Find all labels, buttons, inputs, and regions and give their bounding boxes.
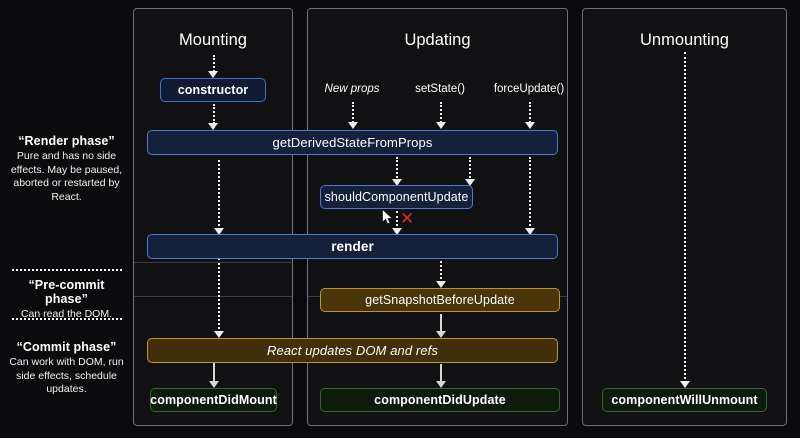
- bail-out-x-icon: ✕: [400, 209, 415, 229]
- arrowhead-dom-update: [436, 331, 446, 338]
- connector-render-to-gsbu: [440, 261, 442, 283]
- legend-commit-phase-title: “Commit phase”: [16, 340, 117, 354]
- connector-gdsfp-to-scu: [396, 157, 398, 181]
- arrowhead-cdm: [209, 381, 219, 388]
- arrowhead-scu-right: [465, 179, 475, 186]
- legend-precommit-phase-title: “Pre-commit phase”: [28, 278, 105, 306]
- trigger-new-props: New props: [324, 83, 380, 95]
- arrowhead-set-state: [436, 122, 446, 129]
- box-render[interactable]: render: [147, 234, 558, 259]
- column-title-updating: Updating: [404, 31, 471, 49]
- panel-divider-mounting-2: [134, 296, 292, 297]
- arrowhead-force-update: [525, 122, 535, 129]
- connector-gsbu-to-dom: [440, 314, 442, 333]
- connector-dom-to-cdm: [213, 362, 215, 383]
- column-title-unmounting: Unmounting: [640, 31, 729, 49]
- arrowhead-new-props: [348, 122, 358, 129]
- connector-dom-to-cdu: [440, 364, 442, 383]
- trigger-force-update: forceUpdate(): [493, 83, 565, 95]
- arrowhead-mount-render: [214, 228, 224, 235]
- connector-scu-to-render: [396, 211, 398, 230]
- arrowhead-render-from-scu: [392, 228, 402, 235]
- legend-render-phase-title: “Render phase”: [18, 134, 115, 148]
- legend-divider-bottom: [12, 318, 122, 320]
- arrowhead-render-from-force-update: [525, 228, 535, 235]
- connector-unmount-lane: [684, 52, 686, 383]
- connector-new-props: [352, 102, 354, 123]
- box-should-component-update[interactable]: shouldComponentUpdate: [320, 185, 473, 209]
- connector-render-to-dom-mount: [218, 258, 220, 333]
- arrowhead-mount-dom: [214, 331, 224, 338]
- arrowhead-cwu: [680, 381, 690, 388]
- box-get-snapshot-before-update[interactable]: getSnapshotBeforeUpdate: [320, 288, 560, 312]
- column-title-mounting: Mounting: [179, 31, 247, 49]
- connector-mount-title-to-constructor: [213, 55, 215, 72]
- legend-commit-phase: “Commit phase” Can work with DOM, run si…: [0, 340, 133, 397]
- box-component-did-update[interactable]: componentDidUpdate: [320, 388, 560, 412]
- arrowhead-cdu: [436, 381, 446, 388]
- connector-gdsfp-to-scu-right: [469, 157, 471, 181]
- connector-gdsfp-to-render-mount: [218, 160, 220, 230]
- phase-legend: “Render phase” Pure and has no side effe…: [0, 0, 133, 438]
- box-component-did-mount[interactable]: componentDidMount: [150, 388, 277, 412]
- connector-set-state: [440, 102, 442, 123]
- mouse-cursor-icon: [382, 209, 393, 225]
- connector-constructor-to-gdsfp: [213, 104, 215, 124]
- connector-force-update-bypass: [529, 157, 531, 230]
- legend-render-phase: “Render phase” Pure and has no side effe…: [0, 134, 133, 204]
- trigger-set-state: setState(): [415, 83, 465, 95]
- box-get-derived-state-from-props[interactable]: getDerivedStateFromProps: [147, 130, 558, 155]
- arrowhead-scu-left: [392, 179, 402, 186]
- arrowhead-gsbu: [436, 281, 446, 288]
- legend-render-phase-desc: Pure and has no side effects. May be pau…: [10, 150, 123, 203]
- arrowhead-mount-constructor: [208, 71, 218, 78]
- arrowhead-mount-gdsfp: [208, 123, 218, 130]
- box-react-updates-dom[interactable]: React updates DOM and refs: [147, 338, 558, 363]
- legend-precommit-phase: “Pre-commit phase” Can read the DOM.: [0, 278, 133, 322]
- box-constructor[interactable]: constructor: [160, 78, 266, 102]
- box-component-will-unmount[interactable]: componentWillUnmount: [602, 388, 767, 412]
- legend-commit-phase-desc: Can work with DOM, run side effects, sch…: [9, 356, 124, 395]
- panel-divider-mounting-1: [134, 262, 292, 263]
- connector-force-update: [529, 102, 531, 123]
- legend-divider-top: [12, 269, 122, 271]
- legend-precommit-phase-desc: Can read the DOM.: [20, 308, 113, 320]
